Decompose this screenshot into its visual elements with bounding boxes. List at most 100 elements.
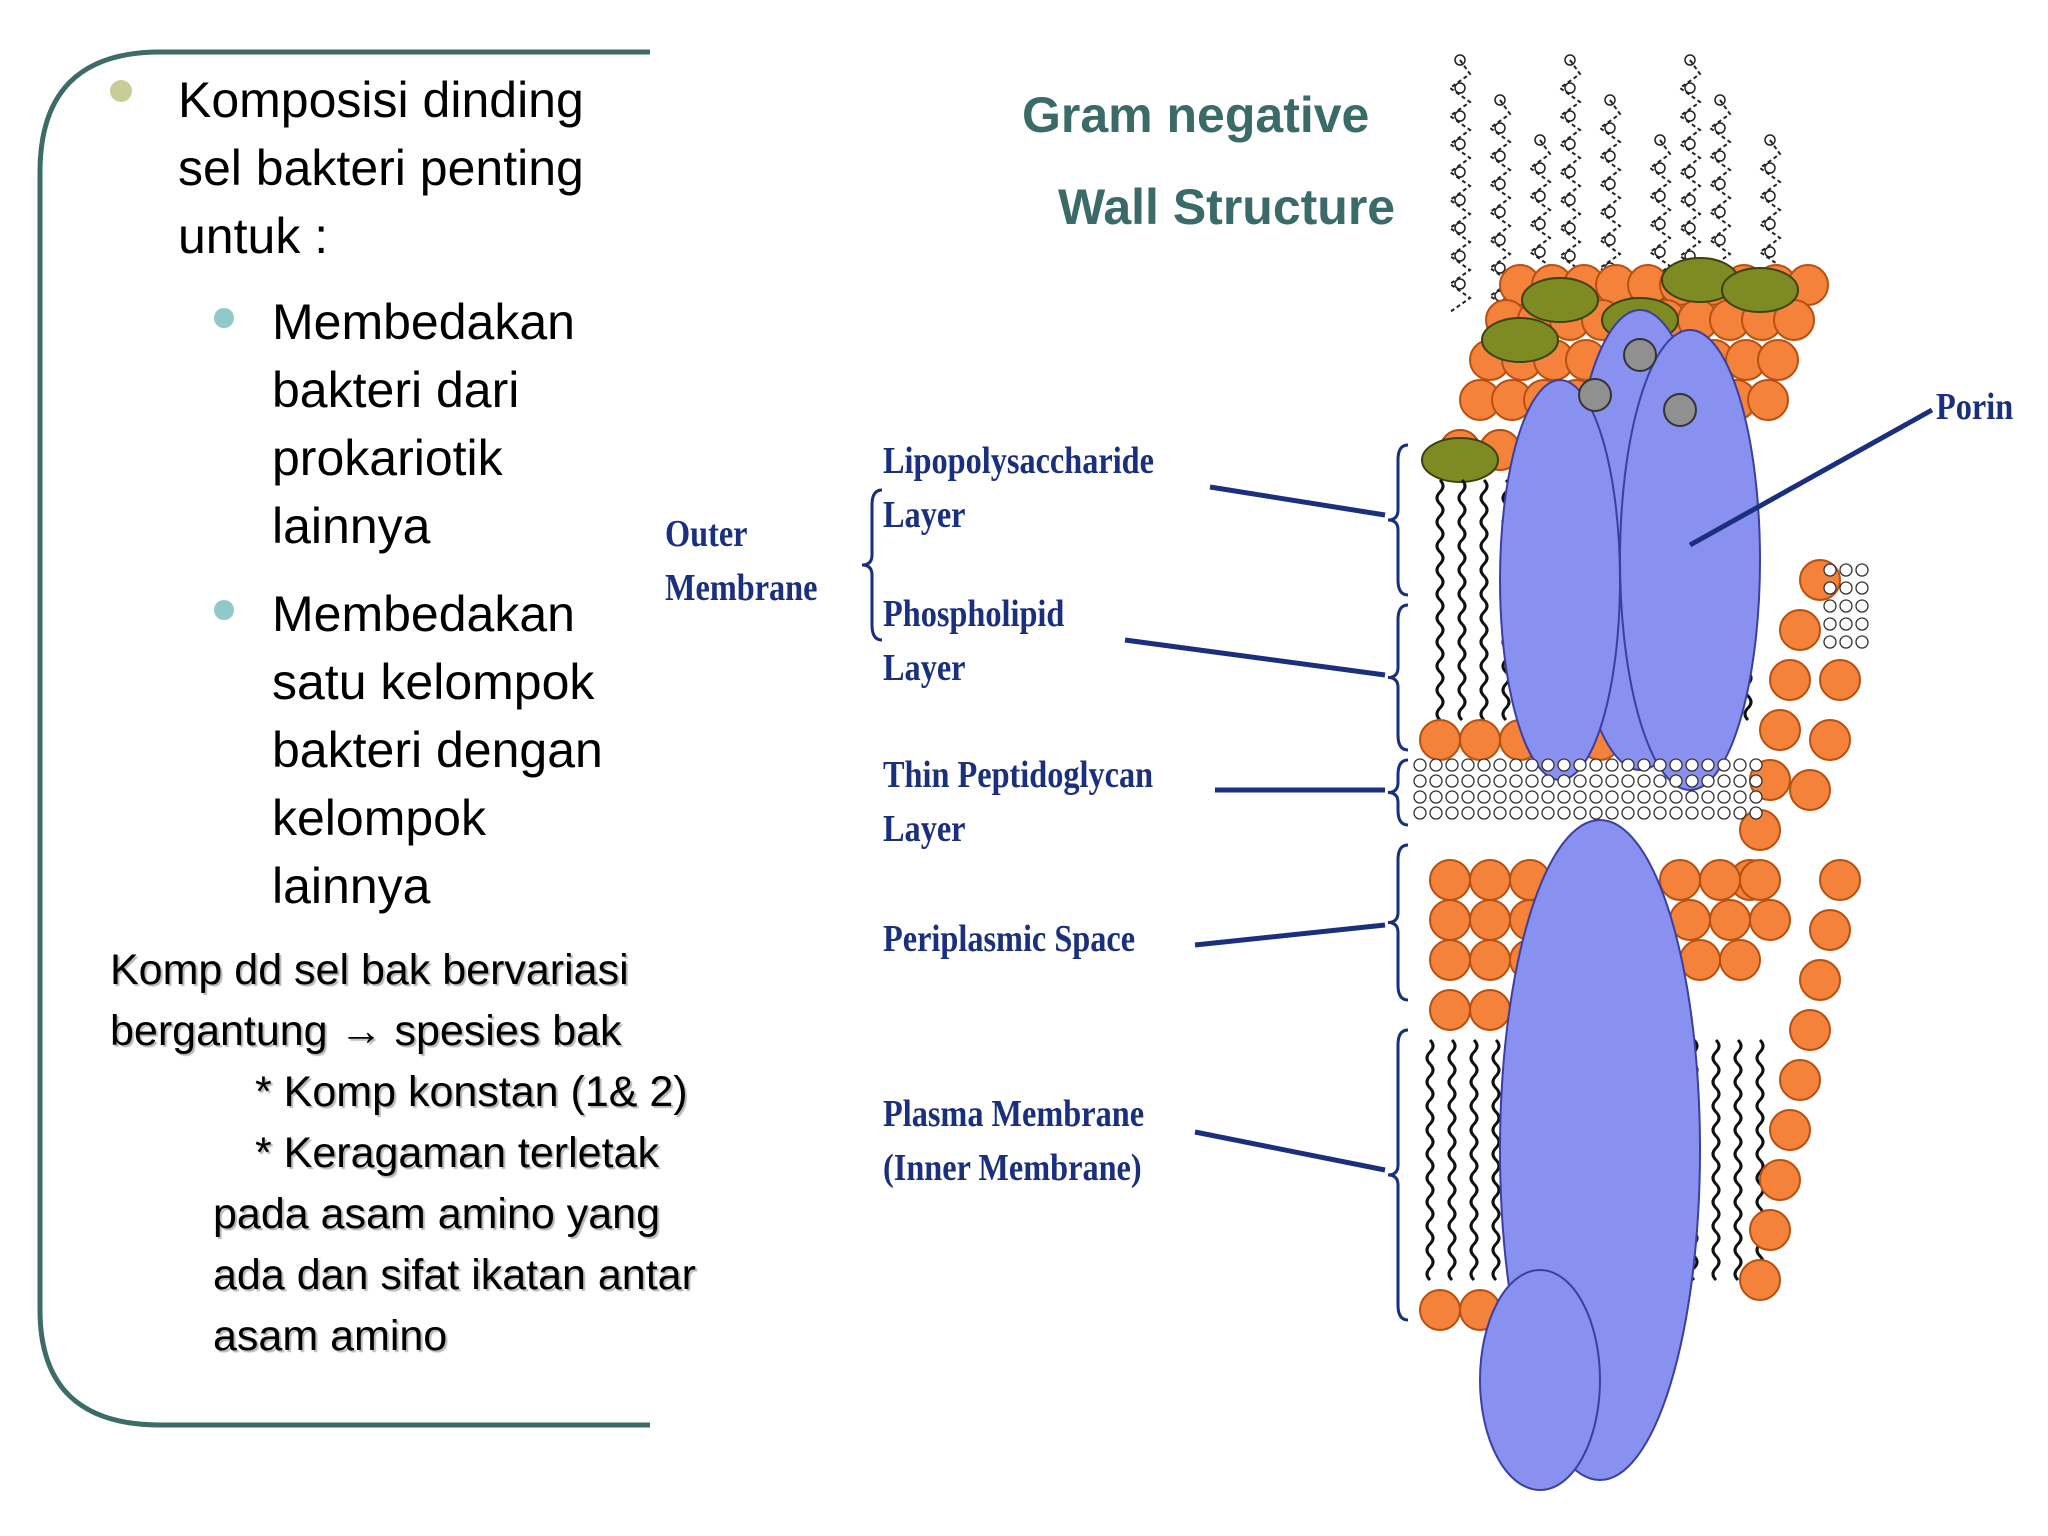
- label-outer-membrane-2: Membrane: [665, 567, 818, 609]
- peptidoglycan-unit: [1445, 806, 1459, 820]
- lipid-head: [1759, 1159, 1801, 1201]
- peptidoglycan-unit: [1733, 790, 1747, 804]
- peptidoglycan-unit: [1717, 790, 1731, 804]
- lipid-head: [1679, 939, 1721, 981]
- lps-sugar: [1454, 110, 1466, 122]
- lps-sugar: [1564, 250, 1576, 262]
- label-plasma-membrane-1: Plasma Membrane: [883, 1093, 1145, 1135]
- peptidoglycan-unit: [1839, 635, 1853, 649]
- peptidoglycan-unit: [1749, 774, 1763, 788]
- peptidoglycan-unit: [1605, 806, 1619, 820]
- peptidoglycan-unit: [1605, 790, 1619, 804]
- peptidoglycan-unit: [1717, 758, 1731, 772]
- sub-bullet-2-line-5: lainnya: [272, 858, 431, 914]
- lps-sugar: [1534, 218, 1546, 230]
- lps-sugar: [1684, 138, 1696, 150]
- lps-sugar: [1604, 150, 1616, 162]
- lipid-head: [1809, 909, 1851, 951]
- peptidoglycan-unit: [1839, 617, 1853, 631]
- lps-sugar: [1564, 166, 1576, 178]
- peptidoglycan-unit: [1413, 774, 1427, 788]
- peptidoglycan-unit: [1541, 774, 1555, 788]
- lipid-tail: [1479, 478, 1489, 722]
- peptidoglycan-unit: [1509, 774, 1523, 788]
- note-line-6: ada dan sifat ikatan antar: [213, 1251, 696, 1299]
- peptidoglycan-unit: [1855, 617, 1869, 631]
- lipid-head: [1469, 899, 1511, 941]
- lps-sugar: [1494, 206, 1506, 218]
- note-line-7: asam amino: [213, 1312, 448, 1360]
- peptidoglycan-unit: [1823, 563, 1837, 577]
- lps-sugar: [1564, 222, 1576, 234]
- lipid-tail: [1491, 1038, 1501, 1282]
- peptidoglycan-unit: [1477, 758, 1491, 772]
- lipid-head: [1747, 379, 1789, 421]
- membrane-protein: [1479, 1269, 1601, 1491]
- lipid-head: [1429, 899, 1471, 941]
- pointer-line: [1688, 407, 1934, 548]
- sub-bullet-dot: [214, 308, 234, 328]
- peptidoglycan-unit: [1855, 635, 1869, 649]
- lipid-head: [1799, 959, 1841, 1001]
- note-line-2: bergantung → spesies bak: [110, 1007, 622, 1055]
- lps-sugar: [1564, 54, 1576, 66]
- lps-sugar: [1534, 162, 1546, 174]
- peptidoglycan-unit: [1839, 599, 1853, 613]
- slide-frame: [37, 49, 650, 1428]
- sub-bullet-2-line-1: Membedakan: [272, 586, 575, 642]
- peptidoglycan-unit: [1493, 774, 1507, 788]
- label-phospholipid-1: Phospholipid: [883, 593, 1065, 635]
- lps-sugar: [1654, 134, 1666, 146]
- lps-sugar: [1564, 110, 1576, 122]
- peptidoglycan-unit: [1653, 758, 1667, 772]
- lipid-tail: [1447, 1038, 1457, 1282]
- sub-bullet-dot: [214, 600, 234, 620]
- peptidoglycan-unit: [1701, 774, 1715, 788]
- lipid-head: [1759, 709, 1801, 751]
- peptidoglycan-unit: [1669, 806, 1683, 820]
- lipid-tail: [1435, 478, 1445, 722]
- peptidoglycan-unit: [1429, 758, 1443, 772]
- lps-sugar: [1764, 190, 1776, 202]
- lps-green-blob: [1721, 267, 1799, 313]
- peptidoglycan-unit: [1413, 790, 1427, 804]
- brace: [1387, 443, 1409, 597]
- peptidoglycan-unit: [1733, 806, 1747, 820]
- lipid-tail: [1469, 1038, 1479, 1282]
- sub-bullet-2-line-2: satu kelompok: [272, 654, 595, 710]
- lps-sugar: [1534, 190, 1546, 202]
- lps-sugar: [1764, 218, 1776, 230]
- lipid-head: [1779, 609, 1821, 651]
- peptidoglycan-unit: [1749, 758, 1763, 772]
- peptidoglycan-unit: [1445, 758, 1459, 772]
- lps-sugar: [1454, 250, 1466, 262]
- lps-sugar: [1494, 94, 1506, 106]
- peptidoglycan-unit: [1477, 790, 1491, 804]
- peptidoglycan-unit: [1589, 790, 1603, 804]
- lipid-head: [1469, 939, 1511, 981]
- pointer-line: [1209, 484, 1386, 518]
- peptidoglycan-unit: [1509, 758, 1523, 772]
- peptidoglycan-unit: [1637, 774, 1651, 788]
- peptidoglycan-unit: [1669, 774, 1683, 788]
- lps-sugar: [1454, 222, 1466, 234]
- lps-sugar: [1684, 82, 1696, 94]
- lps-sugar: [1714, 206, 1726, 218]
- peptidoglycan-unit: [1605, 774, 1619, 788]
- peptidoglycan-unit: [1429, 790, 1443, 804]
- peptidoglycan-unit: [1509, 790, 1523, 804]
- lps-sugar: [1564, 194, 1576, 206]
- lps-sugar: [1654, 190, 1666, 202]
- peptidoglycan-unit: [1839, 581, 1853, 595]
- diagram-title-line-1: Gram negative: [1022, 87, 1370, 143]
- peptidoglycan-unit: [1637, 806, 1651, 820]
- lipid-head: [1659, 859, 1701, 901]
- peptidoglycan-unit: [1525, 790, 1539, 804]
- note-line-4: * Keragaman terletak: [255, 1129, 659, 1177]
- peptidoglycan-unit: [1653, 806, 1667, 820]
- bullet-main-line-1: Komposisi dinding: [178, 72, 584, 128]
- peptidoglycan-unit: [1701, 806, 1715, 820]
- peptidoglycan-unit: [1541, 790, 1555, 804]
- pointer-line: [1124, 637, 1386, 678]
